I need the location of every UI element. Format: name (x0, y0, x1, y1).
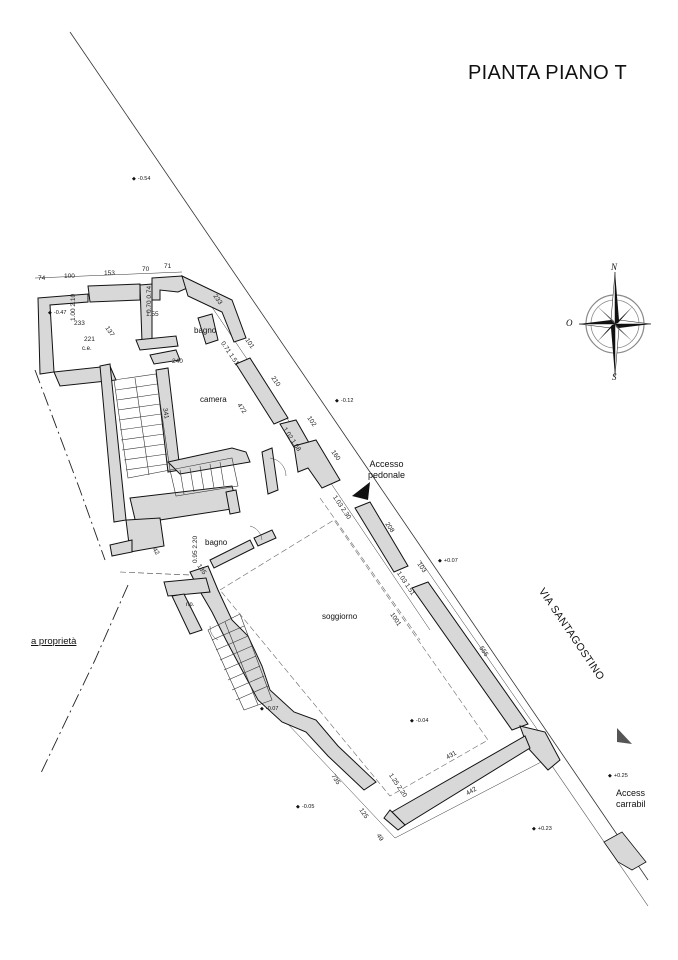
dimension-label: 71 (164, 263, 172, 270)
room-label-bagno-top: bagno (194, 326, 217, 335)
dimension-label: 240 (172, 358, 183, 365)
dimension-label: 100 (64, 273, 75, 280)
vehicle-access-line1: Access (616, 788, 646, 798)
pedestrian-access-line2: pedonale (368, 470, 406, 480)
level-marker: +0.07 (438, 558, 458, 564)
lot-line-bottom (39, 584, 129, 776)
room-label-ce: c.e. (82, 346, 92, 352)
dimension-label: 0.70 0.74 (146, 285, 154, 314)
plan-title: PIANTA PIANO T (468, 62, 628, 84)
street-boundary-line (69, 31, 649, 881)
outbuilding (603, 831, 647, 871)
dimension-label: 153 (104, 270, 115, 277)
street-second-line (547, 759, 649, 907)
walls (37, 275, 561, 831)
dimension-line-bottom-right (394, 759, 546, 839)
room-label-soggiorno: soggiorno (322, 612, 358, 621)
dimension-label: 1.55 (146, 311, 159, 318)
lot-line-mid (119, 571, 191, 576)
dimension-label: 233 (74, 320, 85, 327)
vehicle-access-line2: carrabil (616, 799, 646, 809)
dimension-line-bottom (269, 704, 396, 839)
door-swings (209, 457, 287, 641)
room-label-rip: rip. (186, 602, 195, 608)
pedestrian-access-label: Accesso pedonale (368, 459, 405, 481)
dimension-label: 0.95 2.20 (192, 535, 200, 564)
level-marker: +0.23 (532, 826, 552, 832)
compass-rose-icon (578, 271, 652, 377)
compass-north-label: N (611, 262, 618, 272)
vehicle-access-label: Access carrabil (616, 788, 646, 810)
level-marker: -0.07 (260, 706, 279, 712)
living-room-outline (219, 519, 489, 797)
lot-line-left (34, 369, 106, 561)
compass-west-label: O (566, 318, 573, 328)
level-marker: -0.54 (132, 176, 151, 182)
vehicle-access-arrow (617, 728, 632, 744)
room-label-camera: camera (200, 395, 227, 404)
interior-dash-line (319, 497, 421, 641)
staircase-lower (207, 613, 273, 711)
property-label: a proprietà (31, 636, 77, 647)
dimension-line-top (34, 271, 183, 279)
room-label-bagno-mid: bagno (205, 538, 228, 547)
pedestrian-access-line1: Accesso (369, 459, 404, 469)
dimension-label: 221 (84, 336, 95, 343)
level-marker: -0.47 (48, 310, 67, 316)
dimension-label: 74 (38, 275, 46, 282)
dimension-label: 1.00 2.10 (70, 293, 78, 322)
dimension-line-right-outer (419, 559, 549, 746)
level-marker: +0.25 (608, 773, 628, 779)
level-marker: -0.04 (410, 718, 429, 724)
level-marker: -0.12 (335, 398, 354, 404)
compass-south-label: S (612, 372, 617, 382)
level-marker: -0.05 (296, 804, 315, 810)
staircase-upper (113, 373, 239, 497)
pedestrian-access-arrow (352, 482, 370, 500)
dimension-label: 70 (142, 266, 150, 273)
